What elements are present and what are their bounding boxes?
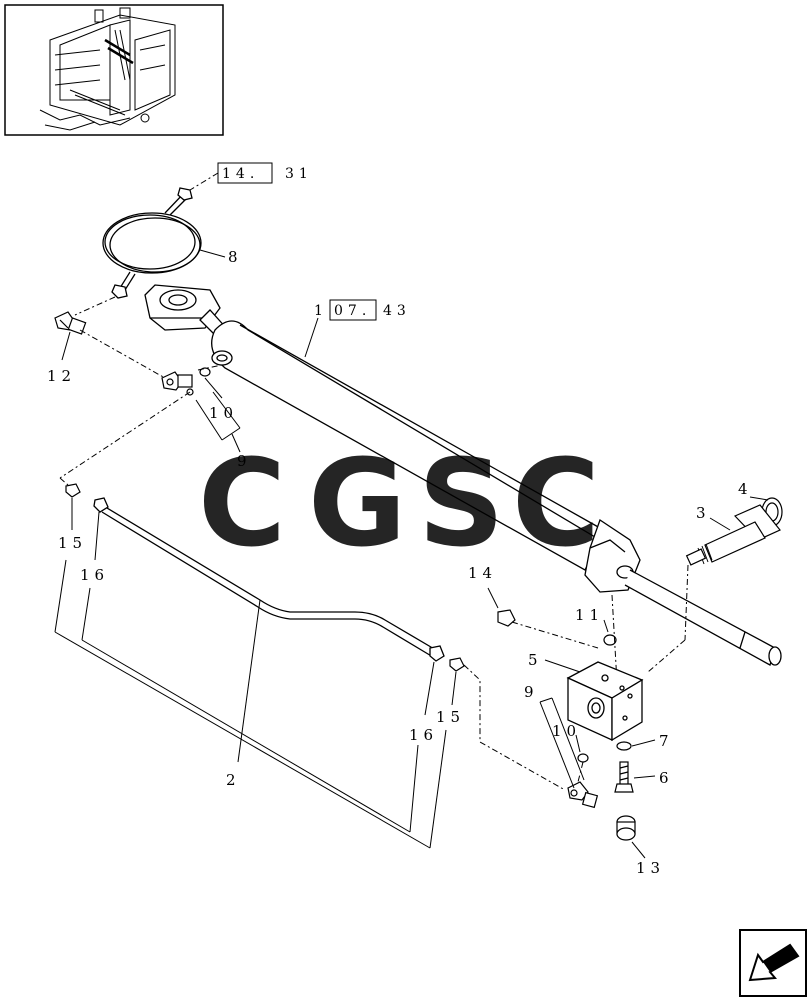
o-ring-10-upper (199, 367, 211, 377)
ref-tail-text: 31 (285, 166, 313, 182)
fitting-14 (497, 609, 516, 627)
bolt-6 (614, 761, 634, 793)
callout-8: 8 (228, 248, 243, 266)
hose-coil (102, 187, 202, 299)
callout-5: 5 (528, 651, 543, 669)
ref-boxed-text: 07. (334, 303, 371, 319)
arrow-left-icon (748, 943, 800, 982)
callout-10-lower: 10 (552, 722, 581, 740)
callout-6: 6 (659, 769, 674, 787)
valve-block-5 (566, 661, 644, 742)
sensor-assembly-3-4 (685, 497, 783, 566)
cap-13 (616, 815, 636, 841)
callout-13: 13 (636, 859, 665, 877)
elbow-fitting-12 (54, 311, 87, 335)
ref-label-107-43[interactable]: 1 07. 43 (314, 299, 411, 321)
watermark-letter: C (198, 435, 286, 574)
thumbnail-overview[interactable] (4, 4, 224, 136)
callout-15-right: 15 (436, 708, 465, 726)
callout-14: 14 (468, 564, 497, 582)
callout-9-upper: 9 (237, 452, 252, 470)
o-ring-11 (603, 634, 617, 646)
ref-prefix-text: 1 (314, 303, 328, 319)
watermark-letter: G (308, 435, 407, 574)
hydraulic-cylinder (144, 284, 782, 666)
washer-7 (616, 741, 632, 751)
watermark-logo: C G S C (198, 435, 600, 574)
callout-10-upper: 10 (209, 404, 238, 422)
group-bracket (54, 498, 457, 849)
steel-line-2 (93, 497, 445, 662)
callout-16-right: 16 (409, 726, 438, 744)
callout-15-left: 15 (58, 534, 87, 552)
fitting-9-lower (567, 781, 599, 809)
callout-16-left: 16 (80, 566, 109, 584)
watermark-letter: C (512, 435, 600, 574)
o-ring-10-lower (577, 753, 589, 763)
ref-tail-text: 43 (383, 303, 411, 319)
ref-label-14-31[interactable]: 14. 31 (217, 162, 313, 184)
callout-3: 3 (696, 504, 711, 522)
watermark-letter: S (418, 435, 504, 574)
callout-4: 4 (738, 480, 753, 498)
fitting-15-right (449, 657, 465, 672)
previous-page-arrow-button[interactable] (739, 929, 807, 997)
callout-9-lower: 9 (524, 683, 539, 701)
fitting-15-left (65, 483, 81, 498)
callout-7: 7 (659, 732, 674, 750)
callout-labels: 2 3 4 5 6 7 8 9 9 10 10 11 12 13 14 15 1… (47, 248, 753, 877)
callout-12: 12 (47, 367, 76, 385)
fitting-9-upper (161, 371, 194, 396)
callout-11: 11 (575, 606, 604, 624)
callout-2: 2 (226, 771, 241, 789)
ref-boxed-text: 14. (222, 166, 259, 182)
